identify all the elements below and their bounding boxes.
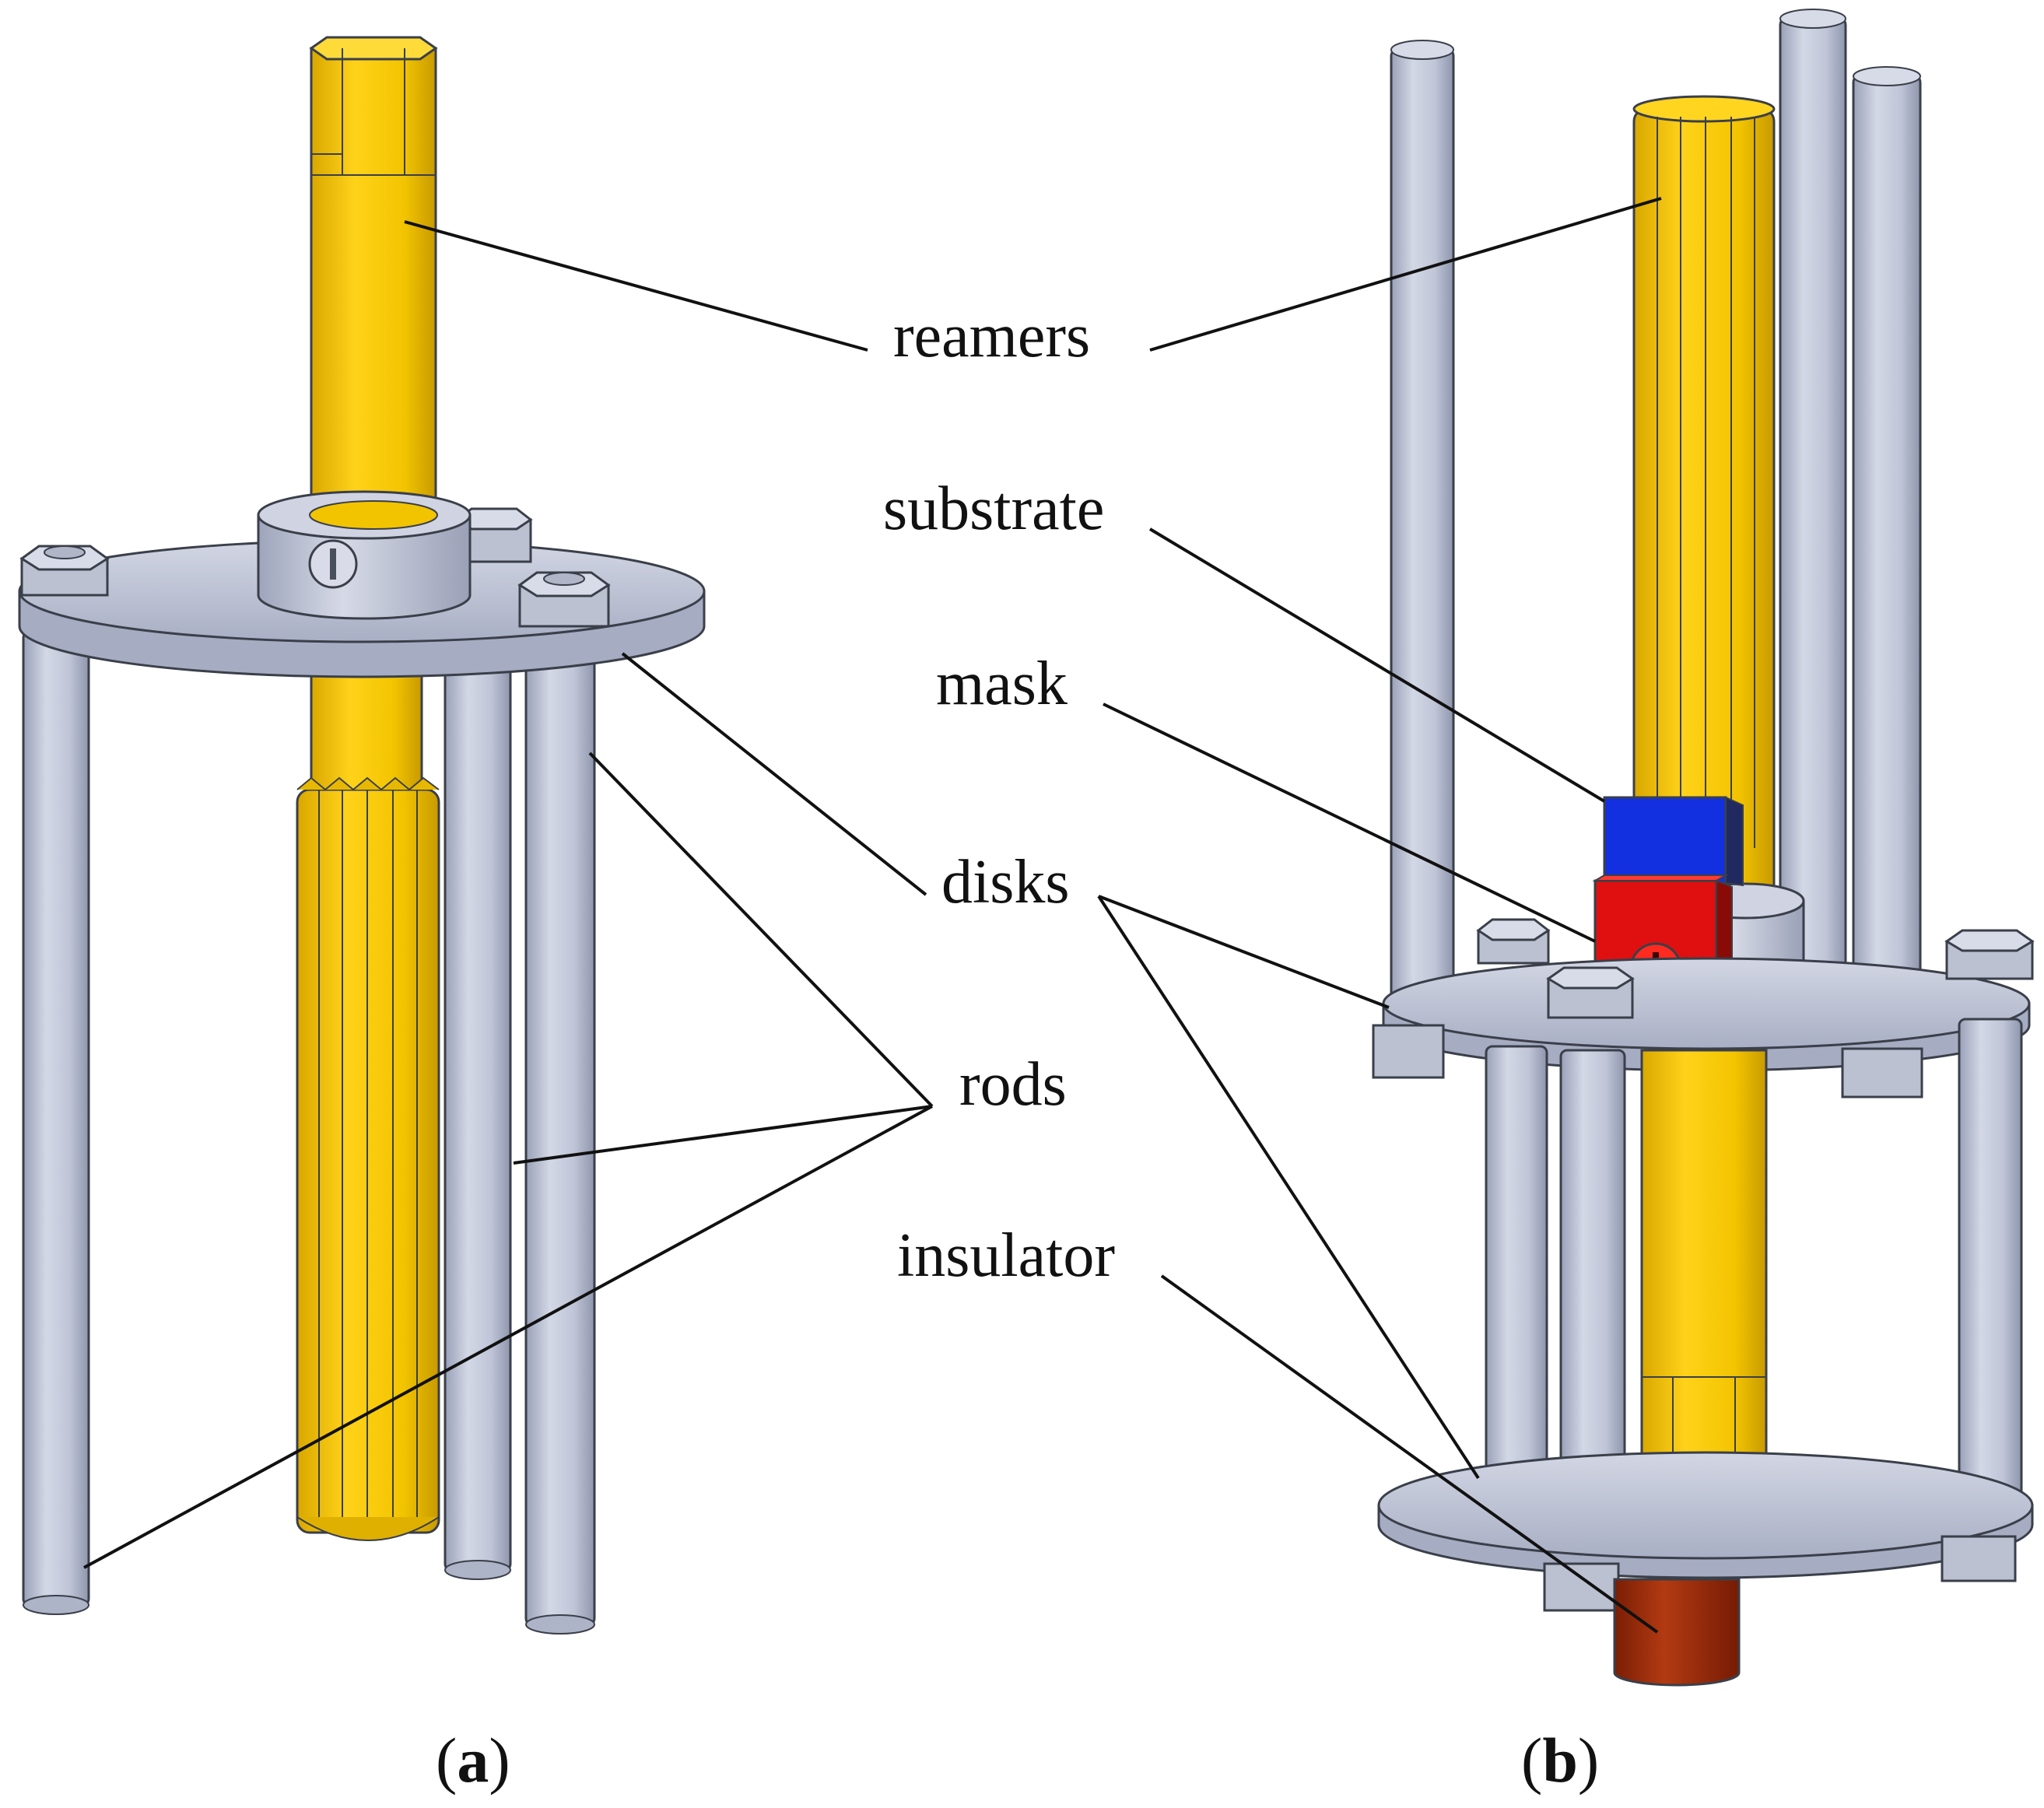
nut-b-bottom-right [1941, 1535, 2017, 1582]
captions: (a) (b) [436, 1725, 1599, 1796]
nut-b-top-left [1476, 918, 1551, 965]
nut-a-left [19, 545, 110, 597]
rods-panel-a [22, 629, 596, 1635]
leader-disks-b-top [1098, 895, 1390, 1009]
leader-rods-middle [513, 1105, 933, 1165]
rod-b-back-center [1779, 16, 1847, 1022]
label-disks: disks [941, 848, 1070, 916]
leader-disks-a [621, 652, 927, 896]
substrate-block [1603, 796, 1744, 887]
leader-rods-bottom [83, 1105, 933, 1569]
label-reamers: reamers [893, 302, 1090, 370]
rod-a-left [22, 629, 90, 1608]
label-substrate: substrate [883, 475, 1104, 543]
leader-disks-b-bottom [1097, 895, 1480, 1480]
label-insulator: insulator [897, 1221, 1115, 1290]
rod-a-middle [444, 652, 512, 1573]
rod-b-back-right [1852, 73, 1922, 1021]
nut-b-bottom-left [1543, 1562, 1620, 1612]
label-rods: rods [959, 1050, 1067, 1119]
leader-mask [1103, 703, 1596, 943]
caption-a: (a) [436, 1725, 510, 1796]
nut-b-under-left [1372, 1024, 1445, 1079]
fluted-reamer-b [1632, 95, 1776, 958]
reamer-shank-b [1640, 1049, 1768, 1487]
leader-lines [83, 197, 1662, 1634]
rods-panel-b-upper [1390, 9, 1922, 1022]
rod-b-back-left [1390, 47, 1455, 1007]
rod-a-right [524, 652, 596, 1628]
label-mask: mask [936, 650, 1068, 718]
leader-reamers-b [1149, 197, 1662, 352]
fluted-reamer-a [296, 652, 440, 1541]
nut-b-top-right [1944, 929, 2035, 980]
nut-b-top-front [1546, 966, 1635, 1019]
leader-rods-top [588, 752, 934, 1108]
insulator-block [1613, 1578, 1741, 1687]
nut-a-back [455, 507, 533, 563]
reamer-shank-a [309, 36, 438, 517]
leader-insulator [1160, 1274, 1659, 1634]
caption-b: (b) [1521, 1725, 1599, 1796]
leader-substrate [1148, 527, 1606, 803]
disk-b-bottom [1377, 1451, 2034, 1612]
labels: reamers substrate mask disks rods insula… [883, 302, 1115, 1290]
nut-b-under-right [1841, 1047, 1923, 1098]
panel-a [18, 36, 706, 1635]
nut-a-front [517, 571, 611, 628]
collar-a [257, 490, 472, 620]
leader-reamers-a [404, 220, 868, 352]
panel-b [1372, 9, 2035, 1687]
